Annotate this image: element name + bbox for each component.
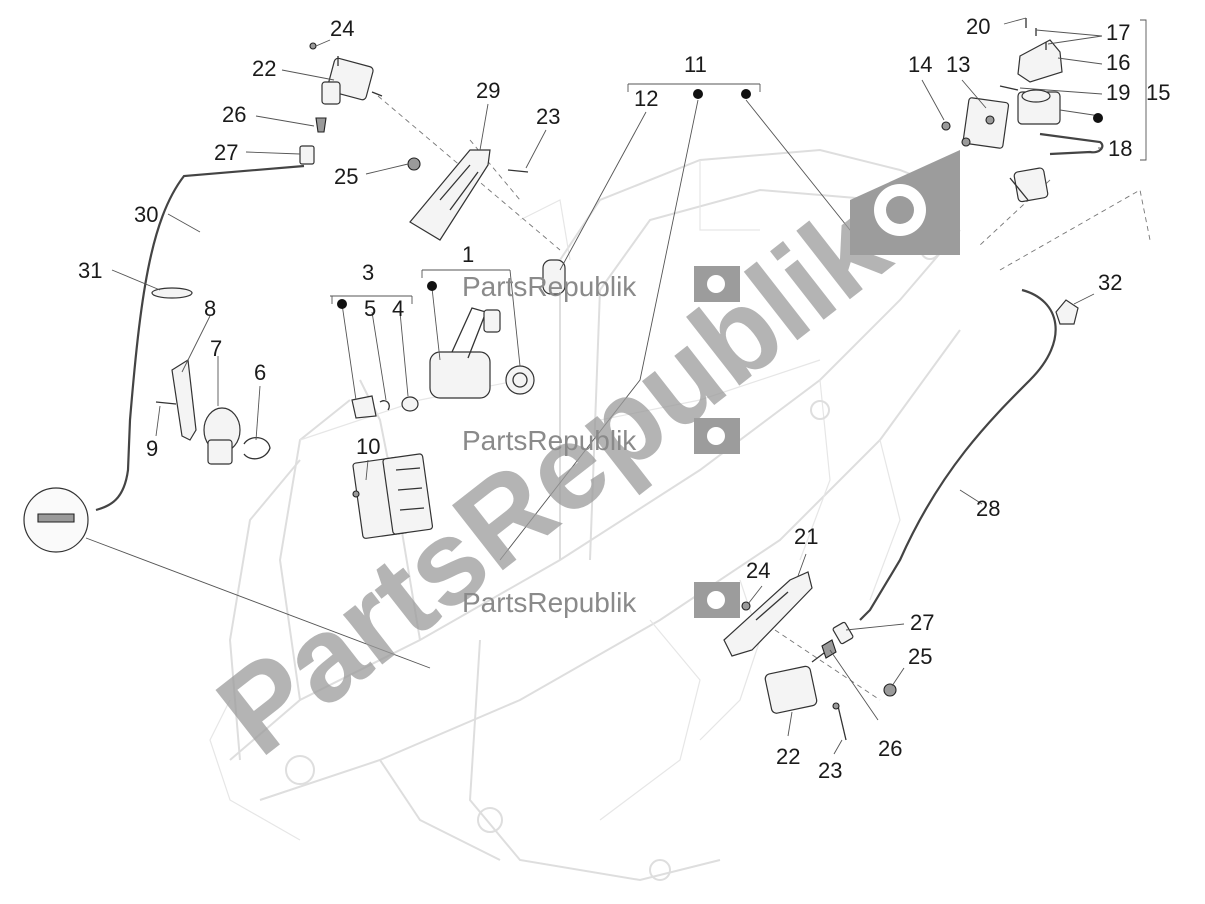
part-18-cable <box>1039 132 1104 156</box>
part-9-screw <box>155 401 177 405</box>
part-19-spring <box>999 85 1019 91</box>
callout-7: 7 <box>210 336 222 361</box>
callout-23-bottom: 23 <box>818 758 842 783</box>
watermark-gear-icon-2 <box>694 418 740 454</box>
callout-25-bottom: 25 <box>908 644 932 669</box>
callout-8: 8 <box>204 296 216 321</box>
seat-lock-latch <box>1009 167 1049 203</box>
callout-14: 14 <box>908 52 932 77</box>
part-26-bushing-top <box>315 117 327 133</box>
part-13-latch-plate <box>962 97 1010 149</box>
callout-1: 1 <box>462 242 474 267</box>
part-10-control-box <box>352 453 434 539</box>
part-31-ring <box>151 287 193 299</box>
callout-22-bottom: 22 <box>776 744 800 769</box>
part-22-actuator-bottom <box>764 649 829 714</box>
callout-numbers: 24 22 26 27 30 31 8 7 6 9 10 3 5 4 1 29 … <box>78 14 1170 783</box>
callout-4: 4 <box>392 296 404 321</box>
callout-24-bottom: 24 <box>746 558 770 583</box>
part-7-lock-body <box>203 407 241 465</box>
callout-17: 17 <box>1106 20 1130 45</box>
callout-9: 9 <box>146 436 158 461</box>
callout-19: 19 <box>1106 80 1130 105</box>
bullet-markers <box>337 89 1103 309</box>
callout-26-top: 26 <box>222 102 246 127</box>
part-14-screw <box>941 121 951 131</box>
callout-27-top: 27 <box>214 140 238 165</box>
callout-22-top: 22 <box>252 56 276 81</box>
callout-5: 5 <box>364 296 376 321</box>
part-16-cover <box>1017 39 1063 83</box>
callout-24-top: 24 <box>330 16 354 41</box>
part-4-washer <box>401 396 419 412</box>
callout-12: 12 <box>634 86 658 111</box>
callout-28: 28 <box>976 496 1000 521</box>
callout-32: 32 <box>1098 270 1122 295</box>
callout-3: 3 <box>362 260 374 285</box>
part-17-screws <box>1035 28 1047 50</box>
callout-25-top: 25 <box>334 164 358 189</box>
callout-10: 10 <box>356 434 380 459</box>
part-27-cable-end-bottom <box>832 621 854 645</box>
part-32-grommet <box>1055 299 1079 325</box>
callout-30: 30 <box>134 202 158 227</box>
watermark-gear-icon-3 <box>694 582 740 618</box>
part-6-spring-clip <box>243 437 271 460</box>
part-27-cable-end-top <box>299 145 315 165</box>
part-1-ignition-switch <box>429 307 501 399</box>
callout-29: 29 <box>476 78 500 103</box>
callout-18: 18 <box>1108 136 1132 161</box>
part-25-bolt-bottom <box>883 683 897 697</box>
callout-23-top: 23 <box>536 104 560 129</box>
part-22-actuator-top <box>321 56 383 105</box>
watermark-text-3: PartsRepublik <box>462 587 637 618</box>
part-23-pin-bottom <box>837 705 847 741</box>
callout-26-bottom: 26 <box>878 736 902 761</box>
callout-6: 6 <box>254 360 266 385</box>
watermark: PartsRepublik PartsRepublik PartsRepubli… <box>194 150 960 780</box>
callout-16: 16 <box>1106 50 1130 75</box>
part-28-cable <box>859 288 1057 621</box>
watermark-text-1: PartsRepublik <box>462 271 637 302</box>
lock-cylinder-12 <box>542 259 566 295</box>
ignition-cap <box>505 365 535 395</box>
part-23-pin-top <box>507 169 529 173</box>
watermark-text-2: PartsRepublik <box>462 425 637 456</box>
part-24-screw-top <box>309 42 317 50</box>
part-5-key-spring <box>379 400 390 411</box>
callout-31: 31 <box>78 258 102 283</box>
watermark-gear-icon-1 <box>694 266 740 302</box>
part-8-lever <box>171 358 197 441</box>
part-25-bolt-top <box>407 157 421 171</box>
part-30-cable <box>95 164 305 512</box>
callout-11: 11 <box>684 52 707 77</box>
part-15-lock-housing <box>1017 89 1061 125</box>
watermark-gear-logo-large <box>850 150 960 255</box>
part-3-cylinder <box>351 395 377 419</box>
callout-20: 20 <box>966 14 990 39</box>
part-21-bracket <box>723 571 813 657</box>
callout-15: 15 <box>1146 80 1170 105</box>
callout-27-bottom: 27 <box>910 610 934 635</box>
part-29-bracket <box>409 149 491 241</box>
callout-21: 21 <box>794 524 818 549</box>
callout-13: 13 <box>946 52 970 77</box>
